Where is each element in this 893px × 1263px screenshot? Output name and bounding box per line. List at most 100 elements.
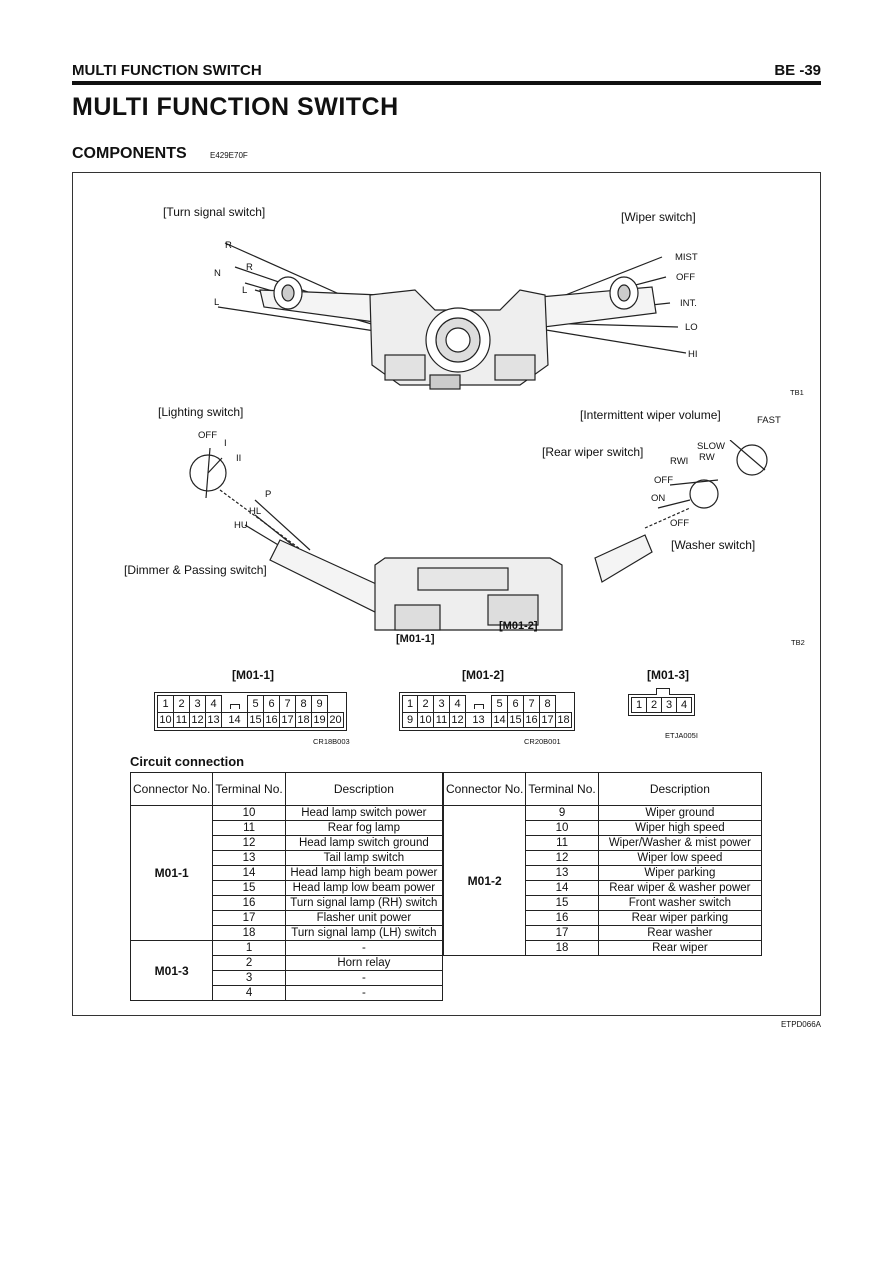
dimmer-passing-switch-label: [Dimmer & Passing switch] <box>124 563 267 577</box>
connector-pin: 4 <box>205 695 222 713</box>
col-header-connector: Connector No. <box>442 772 527 806</box>
connector-pin: 6 <box>263 695 280 713</box>
connector-cell: M01-1 <box>129 805 214 941</box>
connector-m011-label: [M01-1] <box>232 668 275 682</box>
connector-pin: 11 <box>173 711 190 728</box>
on-label: ON <box>651 493 666 504</box>
connector-pin: 4 <box>449 695 466 713</box>
washer-off-label: OFF <box>670 518 689 529</box>
terminal-cell: 15 <box>212 880 286 896</box>
connector-key-slot <box>466 696 492 713</box>
terminal-cell: 11 <box>212 820 286 836</box>
lighting-position-off: OFF <box>198 430 217 441</box>
description-cell: Wiper parking <box>597 865 763 881</box>
connector-pin: 19 <box>311 711 328 728</box>
col-header-description: Description <box>284 772 444 806</box>
description-cell: Horn relay <box>284 955 444 971</box>
terminal-cell: 12 <box>525 850 599 866</box>
terminal-cell: 9 <box>525 805 599 821</box>
connector-pin: 3 <box>661 697 677 713</box>
description-cell: Rear fog lamp <box>284 820 444 836</box>
page-title: MULTI FUNCTION SWITCH <box>72 93 399 121</box>
wiper-position-int: INT. <box>680 298 697 309</box>
washer-switch-label: [Washer switch] <box>671 538 756 552</box>
rw-label: RW <box>699 452 715 463</box>
header-section: MULTI FUNCTION SWITCH <box>72 62 262 79</box>
terminal-cell: 10 <box>525 820 599 836</box>
connector-pin: 10 <box>417 711 434 728</box>
lighting-position-ii: II <box>236 453 242 464</box>
terminal-cell: 16 <box>212 895 286 911</box>
connector-pin: 16 <box>263 711 280 728</box>
description-cell: - <box>284 970 444 986</box>
connector-key-slot <box>222 696 248 713</box>
wiper-position-mist: MIST <box>675 252 698 263</box>
description-cell: Head lamp high beam power <box>284 865 444 881</box>
connector-pin: 4 <box>676 697 692 713</box>
connector-pin: 12 <box>189 711 206 728</box>
connector-pin: 1 <box>402 695 418 713</box>
description-cell: Rear wiper <box>597 940 763 956</box>
description-cell: Head lamp switch ground <box>284 835 444 851</box>
description-cell: - <box>284 985 444 1001</box>
lighting-position-i: I <box>224 438 227 449</box>
connector-pin: 1 <box>631 697 647 713</box>
terminal-cell: 10 <box>212 805 286 821</box>
turn-position-l-outer: L <box>214 297 220 308</box>
connector-pin: 12 <box>449 711 466 728</box>
terminal-cell: 3 <box>212 970 286 986</box>
connector-pin: 2 <box>173 695 190 713</box>
slow-label: SLOW <box>697 441 725 452</box>
description-cell: Head lamp switch power <box>284 805 444 821</box>
connector-pin: 18 <box>555 711 572 728</box>
connector-pin: 14 <box>221 711 248 728</box>
connector-pin: 3 <box>433 695 450 713</box>
bottom-diagram-code: TB2 <box>791 638 805 647</box>
section-code: E429E70F <box>210 151 248 160</box>
connector-pin: 7 <box>523 695 540 713</box>
connector-m011-code: CR18B003 <box>313 737 350 746</box>
connector-pin: 7 <box>279 695 296 713</box>
connector-pin: 8 <box>539 695 556 713</box>
description-cell: Wiper/Washer & mist power <box>597 835 763 851</box>
connector-pin: 11 <box>433 711 450 728</box>
connector-pin: 18 <box>295 711 312 728</box>
connector-pin: 8 <box>295 695 312 713</box>
m012-callout: [M01-2] <box>499 620 538 632</box>
wiper-switch-label: [Wiper switch] <box>621 210 696 224</box>
rwi-label: RWI <box>670 456 689 467</box>
connector-pin: 2 <box>417 695 434 713</box>
col-header-terminal: Terminal No. <box>212 772 286 806</box>
terminal-cell: 12 <box>212 835 286 851</box>
description-cell: Wiper ground <box>597 805 763 821</box>
description-cell: Wiper high speed <box>597 820 763 836</box>
turn-position-n: N <box>214 268 221 279</box>
turn-signal-switch-label: [Turn signal switch] <box>163 205 266 219</box>
connector-m012-label: [M01-2] <box>462 668 505 682</box>
section-subtitle: COMPONENTS <box>72 145 187 162</box>
description-cell: Turn signal lamp (RH) switch <box>284 895 444 911</box>
connector-pin: 5 <box>491 695 508 713</box>
lighting-switch-label: [Lighting switch] <box>158 405 244 419</box>
connector-cell: M01-3 <box>129 940 214 1001</box>
description-cell: Front washer switch <box>597 895 763 911</box>
dimmer-position-hu: HU <box>234 520 248 531</box>
terminal-cell: 14 <box>212 865 286 881</box>
description-cell: Wiper low speed <box>597 850 763 866</box>
connector-m013-key <box>656 688 670 695</box>
connector-pin: 13 <box>465 711 492 728</box>
rear-wiper-switch-label: [Rear wiper switch] <box>542 445 644 459</box>
connector-cell: M01-2 <box>442 805 527 956</box>
connector-pin: 3 <box>189 695 206 713</box>
col-header-connector: Connector No. <box>129 772 214 806</box>
